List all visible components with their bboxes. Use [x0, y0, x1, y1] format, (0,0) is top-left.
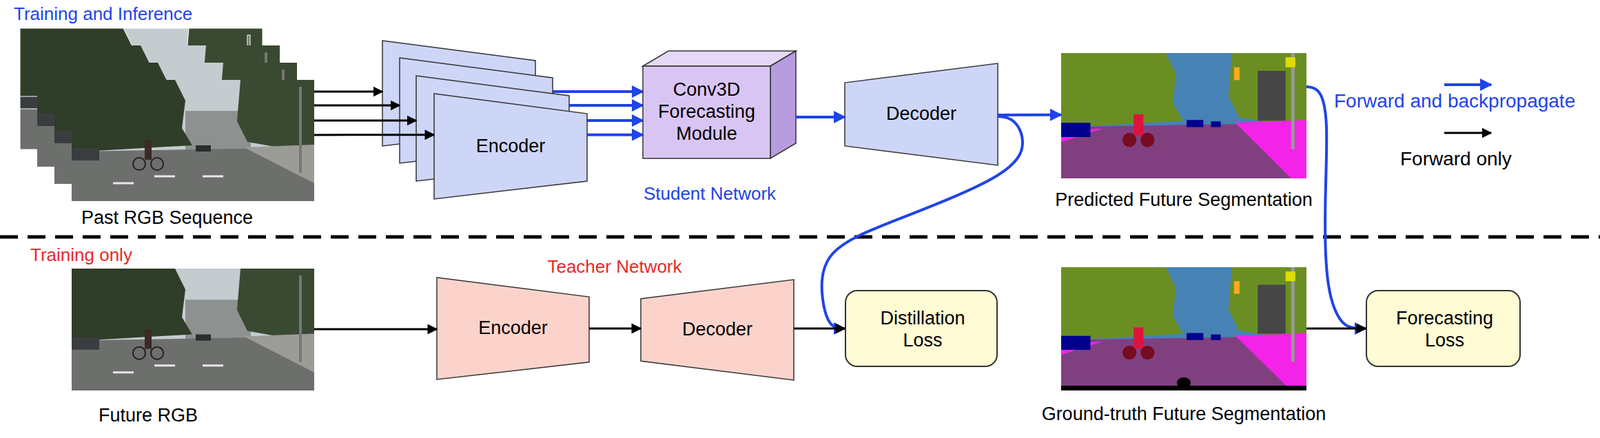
decoder-block: Decoder — [640, 279, 794, 381]
text-area: Encoder — [434, 93, 588, 200]
flow-arrow — [795, 115, 845, 119]
forecasting-module: Conv3D Forecasting Module — [642, 50, 796, 159]
image-caption: Ground-truth Future Segmentation — [1041, 403, 1327, 426]
ego-vehicle-mask — [1176, 377, 1191, 389]
future-frame — [71, 268, 315, 391]
encoder-trapezoid — [434, 93, 588, 200]
ground-truth-segmentation-image — [1061, 267, 1307, 391]
encoder-block: Encoder — [434, 93, 588, 200]
flow-arrow — [589, 327, 641, 330]
cube-side — [770, 50, 796, 159]
flow-arrow — [314, 327, 437, 331]
frame-arrow — [314, 90, 383, 94]
frame-arrow — [314, 119, 417, 122]
network-label: Student Network — [633, 182, 786, 205]
image-panel: Past RGB Sequence — [19, 28, 315, 232]
text-area: Decoder — [844, 63, 998, 166]
flow-arrow — [587, 133, 643, 137]
image-caption: Future RGB — [98, 405, 198, 428]
predicted-segmentation-image — [1061, 53, 1307, 179]
loss-box: Distillation Loss — [844, 290, 998, 368]
node-label: Encoder — [478, 317, 548, 340]
node-label: Conv3D Forecasting Module — [642, 79, 771, 146]
legend-entry: Forward only — [1400, 148, 1512, 171]
text-area: Past RGB Sequence — [0, 206, 342, 231]
frame-arrow — [314, 104, 400, 107]
image-panel: Predicted Future Segmentation — [1061, 53, 1307, 212]
node-label: Decoder — [886, 103, 957, 126]
text-area: Future RGB — [44, 403, 253, 429]
node-label: Forecasting Loss — [1387, 308, 1502, 353]
text-area: Encoder — [436, 277, 590, 380]
legend-label: Forward only — [1400, 148, 1512, 171]
text-area: Forecasting Loss — [1387, 291, 1502, 369]
image-caption: Past RGB Sequence — [81, 207, 253, 230]
node-label: Encoder — [476, 135, 546, 158]
cube-front — [642, 66, 771, 159]
image-caption: Predicted Future Segmentation — [1054, 189, 1313, 212]
past-frame — [71, 79, 315, 202]
flow-arrow — [793, 327, 845, 330]
text-area: Decoder — [640, 279, 794, 381]
encoder-block: Encoder — [436, 277, 590, 380]
node-label: Distillation Loss — [866, 308, 979, 353]
loss-box: Forecasting Loss — [1365, 290, 1521, 368]
text-area: Distillation Loss — [866, 291, 979, 369]
legend-arrow — [1444, 132, 1492, 135]
legend-arrow — [1444, 83, 1492, 87]
legend-label: Forward and backpropagate — [1334, 90, 1576, 113]
flow-arrow — [1306, 327, 1366, 331]
image-panel: Ground-truth Future Segmentation — [1061, 267, 1307, 426]
flow-arrow — [997, 113, 1062, 117]
section-label: Training and Inference — [13, 2, 193, 25]
flow-arrow — [822, 116, 1023, 329]
node-label: Decoder — [682, 319, 753, 342]
legend-entry: Forward and backpropagate — [1334, 90, 1576, 113]
flow-arrow — [314, 133, 435, 136]
section-label: Training only — [30, 243, 133, 266]
separator-line — [0, 235, 1600, 240]
image-panel: Future RGB — [71, 268, 315, 431]
cube-top — [642, 50, 796, 67]
decoder-trapezoid — [844, 63, 998, 166]
encoder-trapezoid — [436, 277, 590, 380]
flow-arrow — [1306, 86, 1366, 329]
decoder-block: Decoder — [844, 63, 998, 166]
network-label: Teacher Network — [537, 255, 692, 278]
text-area: Predicted Future Segmentation — [1006, 188, 1362, 213]
decoder-trapezoid — [640, 279, 794, 381]
text-area: Ground-truth Future Segmentation — [1006, 402, 1362, 428]
text-area: Conv3D Forecasting Module — [642, 66, 771, 159]
